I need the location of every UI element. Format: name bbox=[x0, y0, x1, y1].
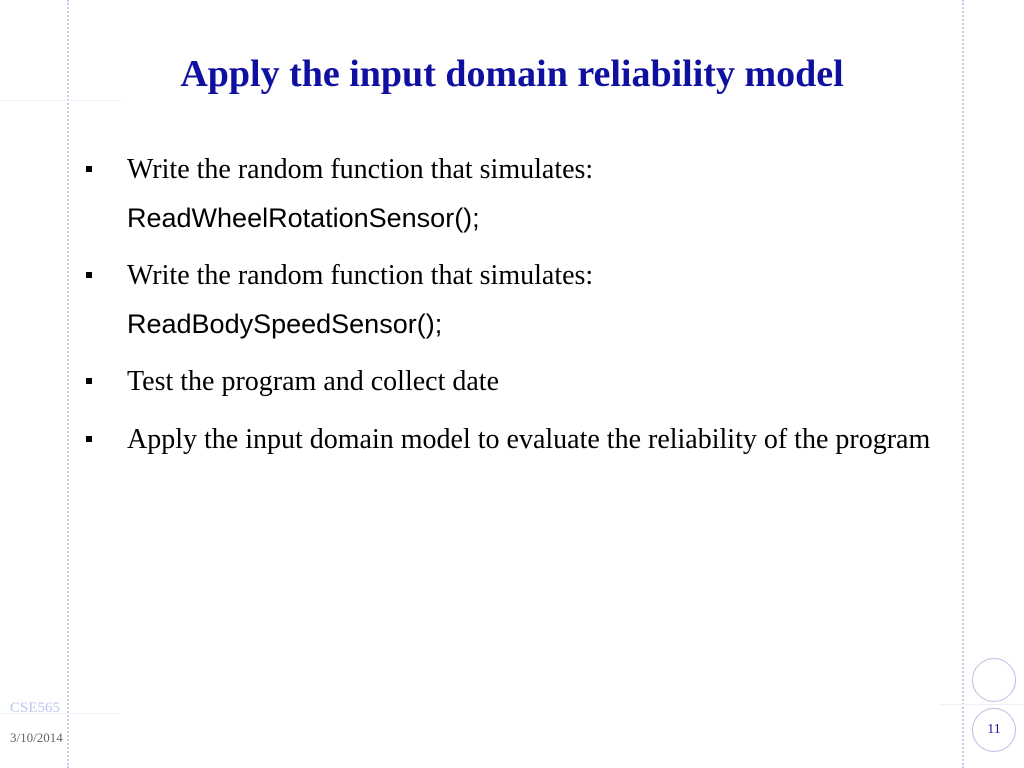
bullet-list: Write the random function that simulates… bbox=[86, 146, 946, 474]
bullet-item: Test the program and collect date bbox=[86, 358, 946, 406]
bullet-text: Write the random function that simulates… bbox=[127, 154, 594, 185]
bullet-text: Test the program and collect date bbox=[127, 366, 499, 397]
slide-title: Apply the input domain reliability model bbox=[180, 53, 844, 95]
footer-course-label: CSE565 bbox=[10, 700, 61, 716]
page-number: 11 bbox=[987, 722, 1001, 737]
square-bullet-icon bbox=[86, 272, 92, 278]
left-dotted-divider bbox=[67, 0, 69, 768]
right-dotted-divider bbox=[962, 0, 964, 768]
bullet-code: ReadWheelRotationSensor(); bbox=[127, 203, 480, 233]
square-bullet-icon bbox=[86, 378, 92, 384]
square-bullet-icon bbox=[86, 166, 92, 172]
decorative-circle-icon bbox=[972, 658, 1016, 702]
bullet-item: Write the random function that simulates… bbox=[86, 252, 946, 348]
bullet-item: Write the random function that simulates… bbox=[86, 146, 946, 242]
page-number-circle-icon bbox=[972, 708, 1016, 752]
bullet-text: Apply the input domain model to evaluate… bbox=[127, 424, 931, 455]
top-left-rule bbox=[0, 100, 122, 101]
bullet-text: Write the random function that simulates… bbox=[127, 260, 594, 291]
bullet-item: Apply the input domain model to evaluate… bbox=[86, 416, 946, 464]
bottom-left-rule bbox=[0, 713, 120, 714]
square-bullet-icon bbox=[86, 436, 92, 442]
bullet-code: ReadBodySpeedSensor(); bbox=[127, 309, 443, 339]
footer-date: 3/10/2014 bbox=[10, 730, 63, 745]
bottom-right-rule bbox=[940, 704, 1024, 705]
